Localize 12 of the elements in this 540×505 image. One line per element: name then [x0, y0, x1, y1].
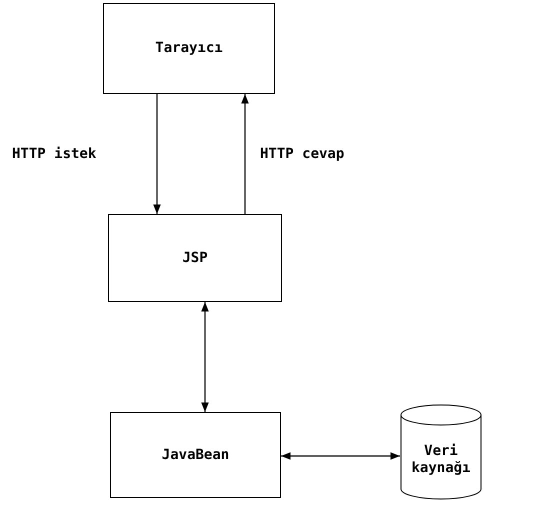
edge-label: HTTP cevap — [258, 146, 346, 162]
process-box — [108, 214, 282, 302]
node-label: Tarayıcı — [155, 40, 223, 57]
arrow — [241, 94, 249, 214]
arrow — [281, 452, 400, 460]
arrow — [201, 302, 209, 412]
node-label: JavaBean — [162, 446, 230, 464]
process-box — [103, 3, 275, 94]
process-box — [110, 412, 281, 498]
node-label: JSP — [182, 250, 208, 266]
arrow — [153, 94, 161, 214]
node-label: Veri kaynağı — [410, 443, 472, 477]
